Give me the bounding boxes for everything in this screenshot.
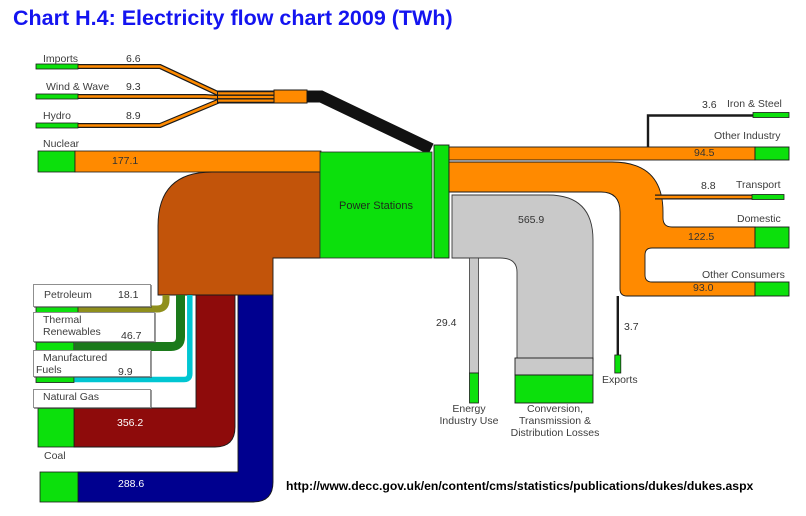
transport-value: 8.8 xyxy=(701,180,716,192)
flow-fuel-collector xyxy=(157,171,321,296)
thermal-label-line2: Renewables xyxy=(43,326,101,338)
imports-source-bar xyxy=(35,63,79,70)
transport-label: Transport xyxy=(736,179,781,191)
flow-imports xyxy=(78,65,221,96)
losses-value: 565.9 xyxy=(518,214,545,226)
flow-coal xyxy=(77,294,274,503)
eiu-value: 29.4 xyxy=(436,317,457,329)
gas-label: Natural Gas xyxy=(43,391,100,403)
losses-terminal-gray xyxy=(514,357,594,376)
iron-steel-label: Iron & Steel xyxy=(727,98,782,110)
other-consumers-terminal xyxy=(754,281,790,297)
iron-steel-terminal xyxy=(752,112,790,118)
domestic-terminal xyxy=(754,226,790,249)
losses-line1: Conversion, xyxy=(526,403,584,415)
thermal-value: 46.7 xyxy=(121,330,142,342)
wind-source-bar xyxy=(35,93,79,100)
wind-wave-value: 9.3 xyxy=(126,81,141,93)
power-stations-label: Power Stations xyxy=(339,200,413,212)
eiu-line1: Energy xyxy=(452,403,486,415)
exports-terminal xyxy=(614,354,622,374)
coal-label: Coal xyxy=(44,450,66,462)
thermal-label-box xyxy=(33,312,155,342)
losses-terminal-green xyxy=(514,374,594,404)
transport-terminal xyxy=(751,194,785,200)
other-consumers-label: Other Consumers xyxy=(702,269,785,281)
flow-energy-industry-use xyxy=(469,257,479,374)
flow-hydro-outline xyxy=(78,98,221,128)
flow-consumers-trunk xyxy=(448,161,756,297)
flow-wind xyxy=(78,95,221,99)
manufactured-source-bar xyxy=(35,376,75,383)
petroleum-label-box xyxy=(33,284,151,307)
hydro-source-bar xyxy=(35,122,79,129)
domestic-value: 122.5 xyxy=(688,231,715,243)
node-output-bar xyxy=(433,144,450,259)
flow-iron-steel xyxy=(646,114,753,147)
other-industry-label: Other Industry xyxy=(714,130,781,142)
manufactured-label-box xyxy=(33,350,151,377)
petroleum-label: Petroleum xyxy=(44,289,92,301)
flow-hydro xyxy=(78,99,221,127)
node-power-stations xyxy=(319,151,433,259)
flow-manufactured-fuels xyxy=(74,295,193,383)
eiu-line2: Industry Use xyxy=(439,415,499,427)
other-industry-terminal xyxy=(754,146,790,161)
losses-line2: Transmission & xyxy=(519,415,591,427)
losses-label: Conversion, Transmission & Distribution … xyxy=(494,403,616,439)
imports-label: Imports xyxy=(43,53,79,65)
manufactured-label-line1: Manufactured xyxy=(43,352,108,364)
thermal-label-line1: Thermal xyxy=(43,314,82,326)
petroleum-value: 18.1 xyxy=(118,289,139,301)
energy-industry-use-label: Energy Industry Use xyxy=(425,403,513,427)
nuclear-source-bar xyxy=(37,150,76,173)
flow-petroleum xyxy=(78,295,170,313)
flow-direct-supply-black xyxy=(307,90,434,155)
merge-junction-box xyxy=(273,89,308,104)
manufactured-label-line2: Fuels xyxy=(36,364,62,376)
hydro-value: 8.9 xyxy=(126,110,141,122)
source-url: http://www.decc.gov.uk/en/content/cms/st… xyxy=(286,479,754,493)
gas-value: 356.2 xyxy=(117,417,144,429)
gas-label-box xyxy=(33,389,151,408)
iron-steel-value: 3.6 xyxy=(702,99,717,111)
imports-value: 6.6 xyxy=(126,53,141,65)
hydro-label: Hydro xyxy=(43,110,72,122)
eiu-terminal-green xyxy=(469,372,479,404)
domestic-label: Domestic xyxy=(737,213,781,225)
wind-wave-label: Wind & Wave xyxy=(46,81,110,93)
coal-value: 288.6 xyxy=(118,478,145,490)
nuclear-label: Nuclear xyxy=(43,138,80,150)
other-consumers-value: 93.0 xyxy=(693,282,714,294)
flow-thermal-renewables xyxy=(74,295,185,351)
chart-title: Chart H.4: Electricity flow chart 2009 (… xyxy=(13,6,453,30)
manufactured-value: 9.9 xyxy=(118,366,133,378)
exports-label: Exports xyxy=(602,374,638,386)
losses-line3: Distribution Losses xyxy=(510,427,600,439)
gas-source-bar xyxy=(37,407,75,448)
flow-natural-gas xyxy=(73,294,236,448)
coal-source-bar xyxy=(39,471,79,503)
other-industry-value: 94.5 xyxy=(694,147,715,159)
flow-exports xyxy=(616,296,619,355)
nuclear-value: 177.1 xyxy=(112,155,139,167)
exports-value: 3.7 xyxy=(624,321,639,333)
